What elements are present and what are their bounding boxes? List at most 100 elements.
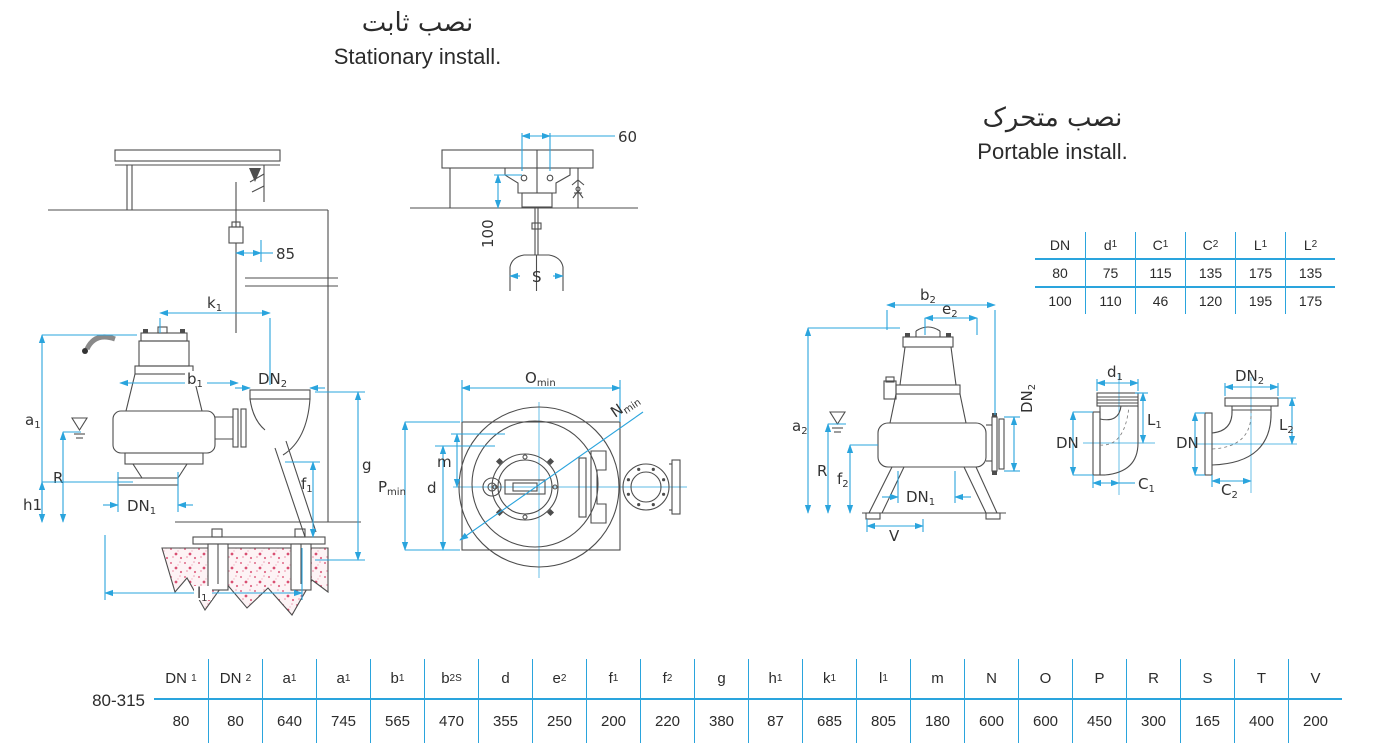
portable-install-drawing: b2 e2 DN2 a2 R f2 DN1 V: [792, 286, 1038, 545]
dim-header: R: [1126, 659, 1180, 700]
dim-value: 300: [1126, 700, 1180, 743]
stationary-title-group: نصب ثابت Stationary install.: [295, 8, 540, 70]
model-label: 80-315: [92, 691, 145, 710]
dim-l1: l1: [197, 584, 208, 604]
dim-value: 200: [1288, 700, 1342, 743]
dim-value: 685: [802, 700, 856, 743]
dim-v: V: [889, 527, 900, 545]
dim-a1: a1: [25, 411, 41, 431]
dim-value: 165: [1180, 700, 1234, 743]
hanger-bracket-drawing: 60 100 S: [410, 128, 638, 291]
dim-dn1: DN1: [906, 488, 935, 508]
fittings-cell: 110: [1085, 288, 1135, 314]
dim-header: O: [1018, 659, 1072, 700]
elbow1-dimensions: d1 DN L1 C1: [1056, 363, 1162, 495]
dim-value: 200: [586, 700, 640, 743]
dim-value: 400: [1234, 700, 1288, 743]
dim-value: 250: [532, 700, 586, 743]
dim-100: 100: [479, 219, 497, 248]
dim-l2: L2: [1279, 416, 1294, 436]
dim-header: V: [1288, 659, 1342, 700]
dim-c1: C1: [1138, 475, 1155, 495]
dim-r: R: [53, 469, 63, 487]
dim-m: m: [437, 453, 452, 471]
dim-value: 355: [478, 700, 532, 743]
dim-e2: e2: [942, 300, 958, 320]
plan-structure: [453, 402, 687, 578]
dim-header: DN 2: [208, 659, 262, 700]
fittings-cell: 175: [1285, 288, 1335, 314]
fittings-cell: 195: [1235, 288, 1285, 314]
dim-60: 60: [618, 128, 637, 146]
portable-pump: [862, 326, 1006, 520]
fittings-cell: 46: [1135, 288, 1185, 314]
dim-header: T: [1234, 659, 1288, 700]
fittings-cell: 80: [1035, 260, 1085, 288]
portable-title-en: Portable install.: [977, 139, 1128, 164]
fittings-cell: 120: [1185, 288, 1235, 314]
fittings-cell: 175: [1235, 260, 1285, 288]
dim-value: 745: [316, 700, 370, 743]
dim-d: d: [427, 479, 437, 497]
dim-value: 470: [424, 700, 478, 743]
dim-n-min: Nmin: [607, 390, 643, 423]
dim-c2: C2: [1221, 481, 1238, 501]
dim-header: d: [478, 659, 532, 700]
dim-dn2: DN2: [258, 370, 287, 390]
dim-value: 87: [748, 700, 802, 743]
dim-value: 80: [172, 713, 190, 730]
pit-structure: [48, 149, 361, 523]
dim-value: 640: [262, 700, 316, 743]
dim-value: 180: [910, 700, 964, 743]
stationary-install-drawing: 85 k1 b1 DN2 a1 R h1 DN1: [23, 149, 372, 616]
dim-header: S: [1180, 659, 1234, 700]
hanger-structure: [410, 149, 638, 291]
dim-header: g: [694, 659, 748, 700]
dim-value: 805: [856, 700, 910, 743]
dim-l1: L1: [1147, 411, 1162, 431]
portable-dimensions: b2 e2 DN2 a2 R f2 DN1 V: [792, 286, 1038, 545]
dim-header: N: [964, 659, 1018, 700]
stationary-title-fa: نصب ثابت: [361, 8, 474, 38]
hole-symbol-icon: [571, 179, 585, 199]
plan-view-drawing: Omin Nmin Pmin d m: [378, 369, 687, 578]
dim-dn1: DN1: [127, 497, 156, 517]
dim-header: DN 1: [154, 659, 208, 700]
dim-k1: k1: [207, 294, 222, 314]
dim-o-min: Omin: [525, 369, 556, 389]
elbow2-structure: [1195, 377, 1297, 493]
dim-p-min: Pmin: [378, 478, 406, 498]
dim-value: 600: [1018, 700, 1072, 743]
dim-h1: h1: [23, 496, 42, 514]
hose-elbow-drawing: d1 DN L1 C1: [1056, 363, 1162, 495]
dim-value: 450: [1072, 700, 1126, 743]
dim-b1: b1: [187, 370, 203, 390]
dim-value: 600: [964, 700, 1018, 743]
dim-dn2: DN2: [1235, 367, 1264, 387]
dim-value: 380: [694, 700, 748, 743]
stationary-dimensions: 85 k1 b1 DN2 a1 R h1 DN1: [23, 240, 372, 604]
fittings-cell: 115: [1135, 260, 1185, 288]
dim-header: m: [910, 659, 964, 700]
dim-r: R: [817, 462, 827, 480]
dim-value: 220: [640, 700, 694, 743]
dim-header: P: [1072, 659, 1126, 700]
fittings-cell: 135: [1285, 260, 1335, 288]
water-level-icon: [829, 411, 846, 433]
portable-title-group: نصب متحرک Portable install.: [935, 103, 1170, 165]
fittings-header: DN: [1035, 232, 1085, 260]
